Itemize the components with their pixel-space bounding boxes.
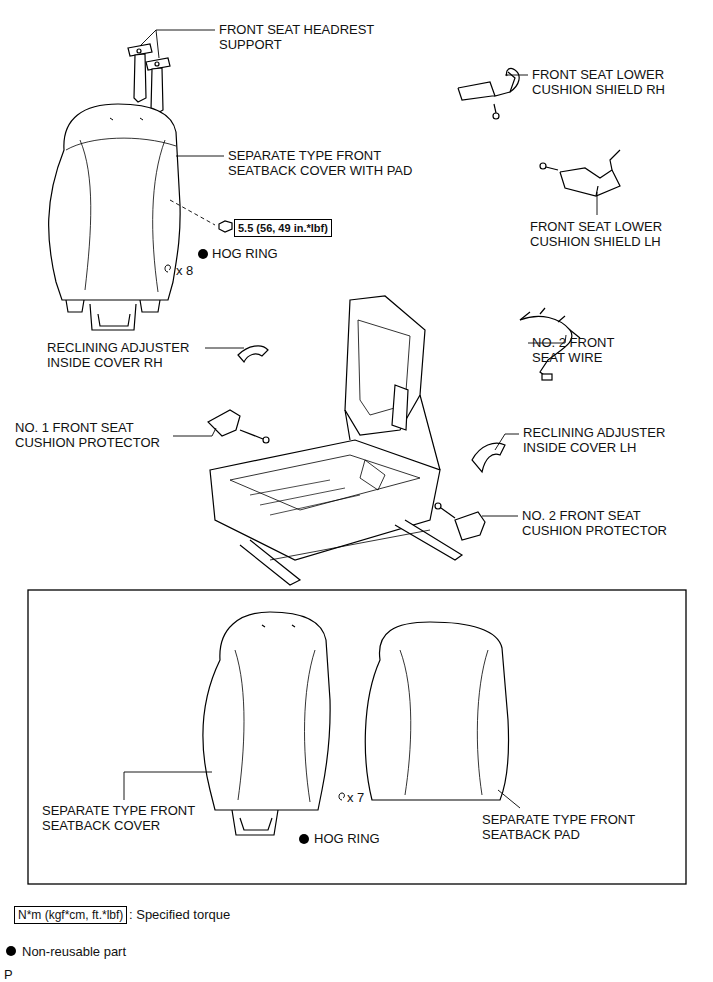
cushion-protector-2 (435, 503, 485, 540)
box-text: N*m (kgf*cm, ft.*lbf) (18, 908, 123, 922)
part-label: RECLINING ADJUSTER INSIDE COVER RH (47, 340, 207, 370)
part-label: HOG RING (314, 831, 380, 846)
headrest-support (128, 44, 170, 114)
seat-frame (210, 296, 462, 585)
part-label: FRONT SEAT LOWER CUSHION SHIELD RH (532, 67, 682, 97)
recline-cover-lh (472, 443, 505, 472)
legend-text: : Specified torque (129, 907, 230, 922)
seatback-pad (365, 622, 508, 800)
part-label: NO. 1 FRONT SEAT CUSHION PROTECTOR (15, 420, 175, 450)
part-label: SEPARATE TYPE FRONT SEATBACK PAD (482, 812, 647, 842)
part-label: SEPARATE TYPE FRONT SEATBACK COVER WITH … (228, 148, 418, 178)
part-label: FRONT SEAT LOWER CUSHION SHIELD LH (530, 219, 680, 249)
part-label: NO. 2 FRONT SEAT CUSHION PROTECTOR (522, 508, 692, 538)
detail-frame (28, 590, 686, 884)
torque-legend-box: N*m (kgf*cm, ft.*lbf) (14, 906, 127, 924)
part-label: x 8 (176, 263, 193, 278)
legend-text: Non-reusable part (22, 944, 126, 959)
seatback-cover-detail (203, 612, 330, 835)
cushion-shield-lh (540, 150, 620, 196)
non-reusable-mark (299, 834, 309, 844)
part-label: NO. 2 FRONT SEAT WIRE (532, 335, 642, 365)
part-label: SEPARATE TYPE FRONT SEATBACK COVER (42, 803, 212, 833)
part-label: RECLINING ADJUSTER INSIDE COVER LH (523, 425, 688, 455)
part-label: FRONT SEAT HEADREST SUPPORT (219, 22, 384, 52)
cushion-protector-1 (208, 410, 269, 443)
box-text: 5.5 (56, 49 in.*lbf) (238, 222, 328, 234)
part-label: P (4, 967, 13, 982)
part-label: HOG RING (212, 246, 278, 261)
seatback-cover (49, 104, 180, 330)
non-reusable-mark (198, 249, 208, 259)
legend-dot (6, 946, 16, 956)
leader-line (124, 772, 520, 808)
torque-box: 5.5 (56, 49 in.*lbf) (234, 219, 332, 237)
part-label: x 7 (347, 790, 364, 805)
cushion-shield-rh (458, 68, 519, 119)
